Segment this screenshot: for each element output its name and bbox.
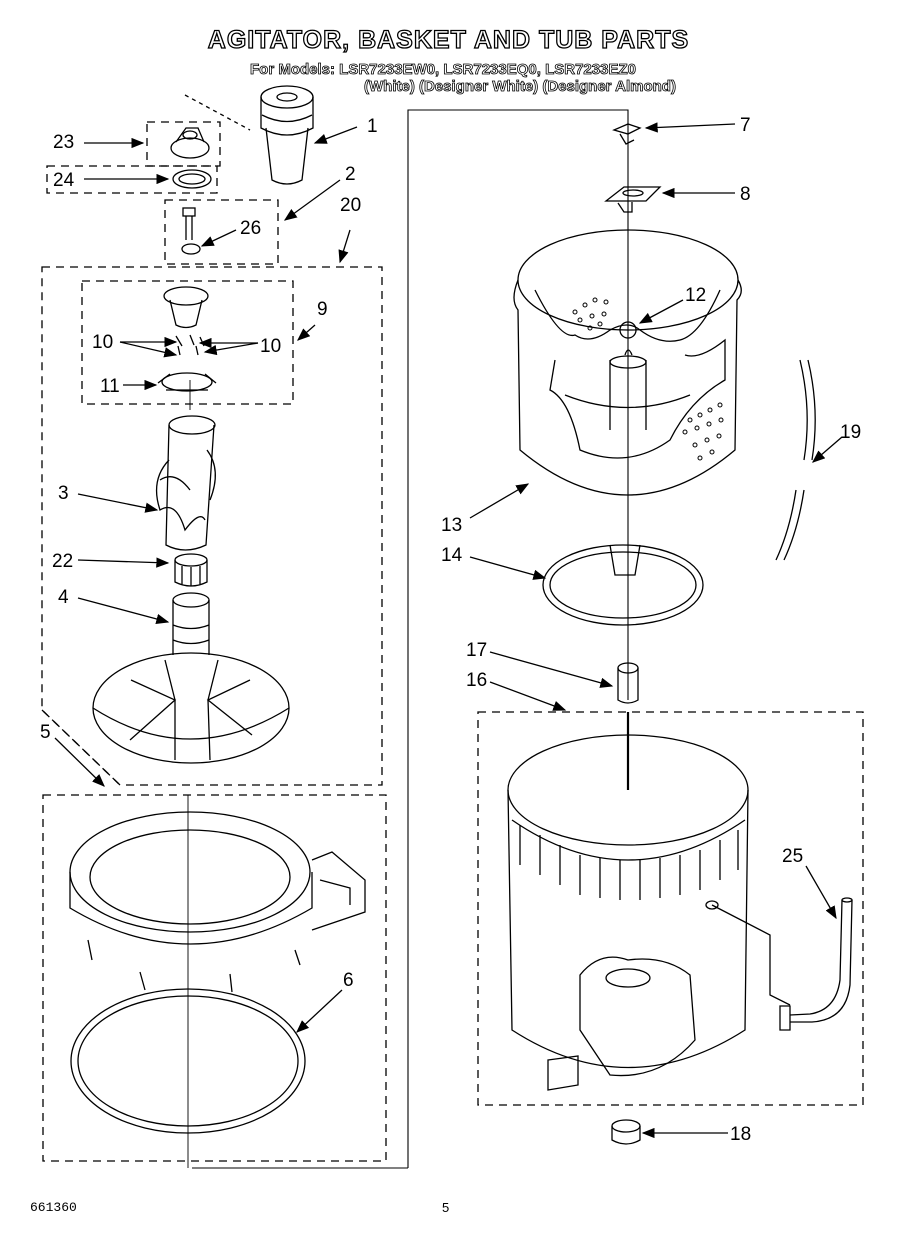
leader-6 (296, 989, 343, 1033)
page-number: 5 (442, 1200, 450, 1215)
part-19-strip (775, 359, 816, 561)
basket-perforations (572, 297, 724, 461)
callout-14: 14 (441, 545, 463, 566)
part-13-basket (513, 229, 742, 496)
part-22-cam (174, 553, 208, 587)
callout-22: 22 (52, 551, 73, 572)
callout-7: 7 (740, 115, 751, 136)
callout-5: 5 (40, 722, 51, 743)
part-4-agitator-base (92, 592, 290, 764)
part-9-assembly (157, 286, 217, 392)
callout-16: 16 (466, 670, 487, 691)
leader-3 (77, 493, 159, 513)
page-title: AGITATOR, BASKET AND TUB PARTS (207, 25, 690, 54)
models-line: For Models: LSR7233EW0, LSR7233EQ0, LSR7… (250, 61, 637, 79)
leader-17 (489, 651, 614, 688)
leader-7 (644, 122, 736, 133)
callout-26: 26 (240, 218, 261, 239)
leader-5 (54, 737, 105, 787)
part-25-hose (779, 897, 853, 1031)
part-18-seal (611, 1119, 641, 1145)
callout-6: 6 (343, 970, 354, 991)
leader-22 (77, 557, 170, 568)
leader-10d (203, 342, 259, 356)
leader-19 (812, 436, 843, 463)
callout-12: 12 (685, 285, 706, 306)
group-box-9 (81, 280, 294, 405)
callout-4: 4 (58, 587, 69, 608)
group-box-23 (146, 121, 221, 167)
part-7-clip (612, 123, 642, 145)
callout-labels: 1 2 3 4 5 6 7 8 9 10 10 11 12 13 14 16 1… (40, 115, 861, 1145)
part-14-ring (542, 544, 704, 626)
callout-23: 23 (53, 132, 74, 153)
leader-1 (313, 126, 358, 144)
group-box-24 (46, 165, 218, 194)
group-box-16 (477, 711, 864, 1106)
leader-10b (119, 341, 178, 358)
leader-4 (77, 597, 170, 625)
group-box-20 (41, 266, 383, 786)
callout-3: 3 (58, 483, 69, 504)
part-3-agitator-auger (155, 415, 216, 551)
callout-10-left: 10 (92, 332, 113, 353)
part-1-agitator-cap (260, 85, 314, 185)
callout-1: 1 (367, 116, 378, 137)
leader-2 (283, 179, 341, 221)
group-box-26 (164, 199, 279, 265)
callout-13: 13 (441, 515, 462, 536)
callout-2: 2 (345, 164, 356, 185)
callout-24: 24 (53, 170, 75, 191)
part-24-seal-ring (172, 169, 212, 189)
part-8-balance-ring-cap (604, 186, 662, 213)
group-box-5-diag (41, 709, 121, 786)
callout-10-right: 10 (260, 336, 281, 357)
leader-13 (469, 483, 530, 519)
leader-26 (200, 229, 237, 247)
leader-16 (489, 681, 567, 711)
callout-19: 19 (840, 422, 861, 443)
footer-code: 661360 (30, 1200, 77, 1215)
callout-8: 8 (740, 184, 751, 205)
part-26-bolt (181, 207, 201, 255)
leader-12 (638, 299, 684, 324)
part-23-cap-insert (170, 127, 210, 159)
part-5-tub-ring (69, 811, 366, 993)
leader-25 (805, 865, 837, 920)
part-16-outer-tub (507, 734, 791, 1091)
callout-20: 20 (340, 195, 361, 216)
leader-20 (338, 229, 351, 264)
colors-line: (White) (Designer White) (Designer Almon… (364, 78, 677, 96)
callout-18: 18 (730, 1124, 751, 1145)
group-box-5 (42, 794, 387, 1162)
leader-14 (469, 556, 547, 580)
callout-9: 9 (317, 299, 328, 320)
leader-9 (297, 324, 316, 341)
callout-11: 11 (100, 376, 120, 397)
connector-line (407, 109, 629, 1168)
callout-17: 17 (466, 640, 487, 661)
part-17-drive-bell (617, 662, 639, 704)
callout-25: 25 (782, 846, 803, 867)
